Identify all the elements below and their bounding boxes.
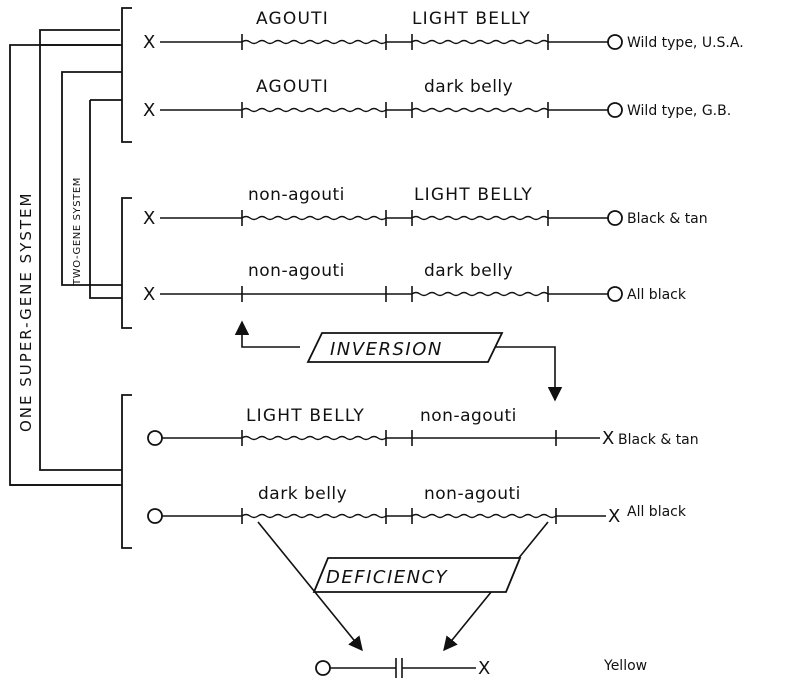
inversion-label: INVERSION — [330, 339, 443, 360]
row1-segment1: AGOUTI — [256, 9, 329, 29]
chromosome-row-4: X non-agouti dark belly All black — [143, 261, 687, 305]
row2-left-end: X — [143, 100, 155, 121]
row1-phenotype: Wild type, U.S.A. — [627, 35, 744, 51]
chromosome-row-6: X dark belly non-agouti All black — [147, 484, 687, 527]
row4-segment2: dark belly — [424, 261, 513, 281]
row3-phenotype: Black & tan — [627, 211, 708, 227]
group3-bracket — [121, 394, 132, 549]
inversion-event: INVERSION — [234, 320, 563, 402]
row5-segment2: non-agouti — [420, 406, 517, 426]
row5-segment1: LIGHT BELLY — [246, 406, 365, 426]
result-right-end: X — [478, 658, 490, 679]
super-gene-label: ONE SUPER-GENE SYSTEM — [17, 192, 35, 432]
row1-left-end: X — [143, 32, 155, 53]
row3-segment1: non-agouti — [248, 185, 345, 205]
super-gene-inner-line — [39, 45, 122, 471]
two-gene-label: TWO-GENE SYSTEM — [72, 177, 83, 286]
row6-phenotype: All black — [627, 504, 687, 520]
chromosome-row-5: X LIGHT BELLY non-agouti Black & tan — [147, 406, 699, 449]
row5-phenotype: Black & tan — [618, 432, 699, 448]
chromosome-row-2: X AGOUTI dark belly Wild type, G.B. — [143, 77, 731, 121]
row5-right-end: X — [602, 428, 614, 449]
row4-segment1: non-agouti — [248, 261, 345, 281]
row6-right-end: X — [608, 506, 620, 527]
result-phenotype: Yellow — [603, 658, 647, 674]
two-gene-bracket — [61, 71, 122, 286]
row2-phenotype: Wild type, G.B. — [627, 103, 731, 119]
group1-bracket — [121, 7, 132, 143]
row2-segment2: dark belly — [424, 77, 513, 97]
row3-segment2: LIGHT BELLY — [414, 185, 533, 205]
deficiency-event: DEFICIENCY — [257, 521, 549, 652]
row6-segment1: dark belly — [258, 484, 347, 504]
row4-phenotype: All black — [627, 287, 687, 303]
row1-segment2: LIGHT BELLY — [412, 9, 531, 29]
chromosome-row-3: X non-agouti LIGHT BELLY Black & tan — [143, 185, 708, 229]
row4-left-end: X — [143, 284, 155, 305]
row6-segment2: non-agouti — [424, 484, 521, 504]
row3-left-end: X — [143, 208, 155, 229]
row2-segment1: AGOUTI — [256, 77, 329, 97]
deficiency-label: DEFICIENCY — [326, 567, 449, 588]
chromosome-row-1: X AGOUTI LIGHT BELLY Wild type, U.S.A. — [143, 9, 744, 53]
deficiency-box — [312, 557, 522, 593]
inversion-box — [306, 332, 504, 363]
result-chromosome: X Yellow — [315, 658, 647, 679]
two-gene-inner — [89, 100, 122, 299]
super-gene-connector-upper — [39, 29, 120, 45]
group2-bracket — [121, 197, 132, 329]
